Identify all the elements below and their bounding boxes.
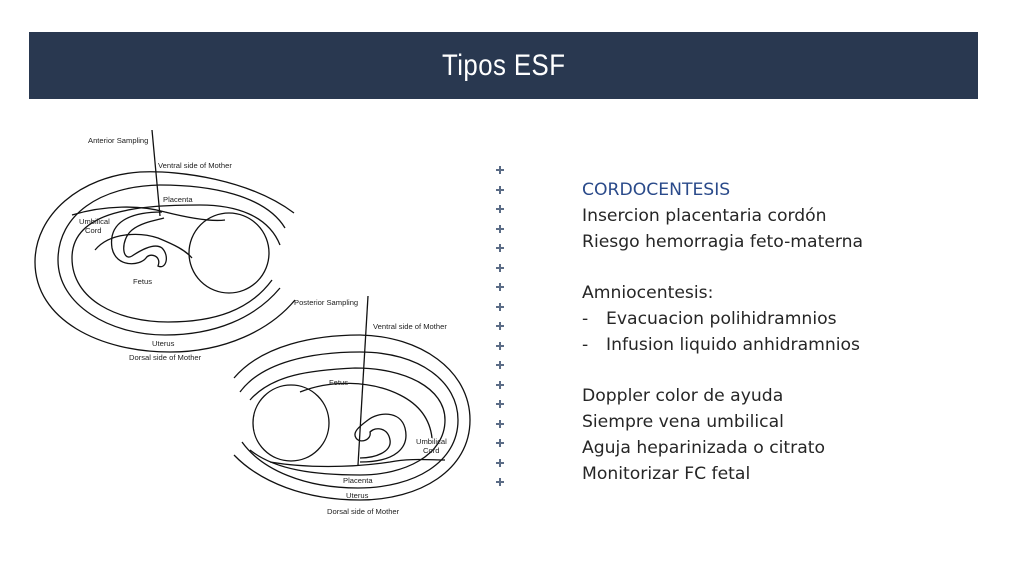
placenta-label-top: Placenta [163,195,193,204]
bullet-marker [495,282,505,292]
bullet-marker [495,204,505,214]
fetal-body-bottom [299,382,433,439]
bullet-marker [495,399,505,409]
outer-abdomen-outline-bottom [233,334,471,501]
bullet-marker [495,477,505,487]
outer-abdomen-outline [34,171,296,353]
content-line: Riesgo hemorragia feto-materna [582,231,864,252]
fetal-body [94,233,193,259]
cord-label-bottom: Cord [423,446,439,455]
dash-marker: - [582,308,589,329]
fetal-head [188,212,270,294]
title-bar: Tipos ESF [29,32,978,99]
umbilical-label-top: Umbilical [79,217,110,226]
dash-list-item: - Infusion liquido anhidramnios [582,333,1002,359]
anterior-diagram [34,129,296,353]
dash-item-text: Evacuacion polihidramnios [606,308,837,329]
sampling-diagram: Anterior Sampling Ventral side of Mother… [34,129,471,516]
dash-list-item: - Evacuacion polihidramnios [582,307,1002,333]
fetus-label-top: Fetus [133,277,152,286]
bullet-marker [495,224,505,234]
bullet-marker [495,380,505,390]
dash-item-text: Infusion liquido anhidramnios [606,334,861,355]
content-line: Monitorizar FC fetal [582,463,751,484]
bullet-marker [495,419,505,429]
umbilical-cord-loop-bottom [354,413,407,463]
umbilical-cord-loop [110,211,168,268]
ventral-side-label-top: Ventral side of Mother [158,161,232,170]
uterus-outline [57,184,286,336]
slide-title: Tipos ESF [441,48,566,82]
dorsal-side-label-bottom: Dorsal side of Mother [327,507,400,516]
posterior-needle [357,295,369,466]
bullet-marker [495,360,505,370]
inner-uterus-outline [71,204,281,323]
spacer [582,359,1002,385]
posterior-diagram [233,295,471,501]
fetus-label-bottom: Fetus [329,378,348,387]
content-line: Doppler color de ayuda [582,386,784,407]
inner-uterus-outline-bottom [249,367,446,476]
bullet-marker [495,458,505,468]
uterus-label-top: Uterus [152,339,175,348]
bullet-marker [495,243,505,253]
bullet-marker [495,185,505,195]
anterior-sampling-label: Anterior Sampling [88,136,148,145]
bullet-marker [495,263,505,273]
content-line: Insercion placentaria cordón [582,205,827,226]
ventral-side-label-bottom: Ventral side of Mother [373,322,447,331]
bullet-marker [495,438,505,448]
fetal-head-bottom [252,384,330,462]
content-line: Siempre vena umbilical [582,412,784,433]
content-text: CORDOCENTESIS Insercion placentaria cord… [582,178,1002,488]
bullet-marker [495,341,505,351]
umbilical-label-bottom: Umbilical [416,437,447,446]
placenta-outline-bottom [269,458,446,468]
placenta-label-bottom: Placenta [343,476,373,485]
cordocentesis-heading: CORDOCENTESIS [582,180,731,200]
bullet-marker [495,321,505,331]
anterior-needle [151,129,161,217]
posterior-sampling-label: Posterior Sampling [294,298,358,307]
uterus-outline-bottom [239,351,459,489]
bullet-marker [495,302,505,312]
amniocentesis-heading: Amniocentesis: [582,283,714,304]
bullet-marker [495,165,505,175]
dorsal-side-label-top: Dorsal side of Mother [129,353,202,362]
spacer [582,255,1002,281]
cord-label-top: Cord [85,226,101,235]
uterus-label-bottom: Uterus [346,491,369,500]
content-line: Aguja heparinizada o citrato [582,437,826,458]
dash-marker: - [582,334,589,355]
bullet-column [495,165,507,495]
